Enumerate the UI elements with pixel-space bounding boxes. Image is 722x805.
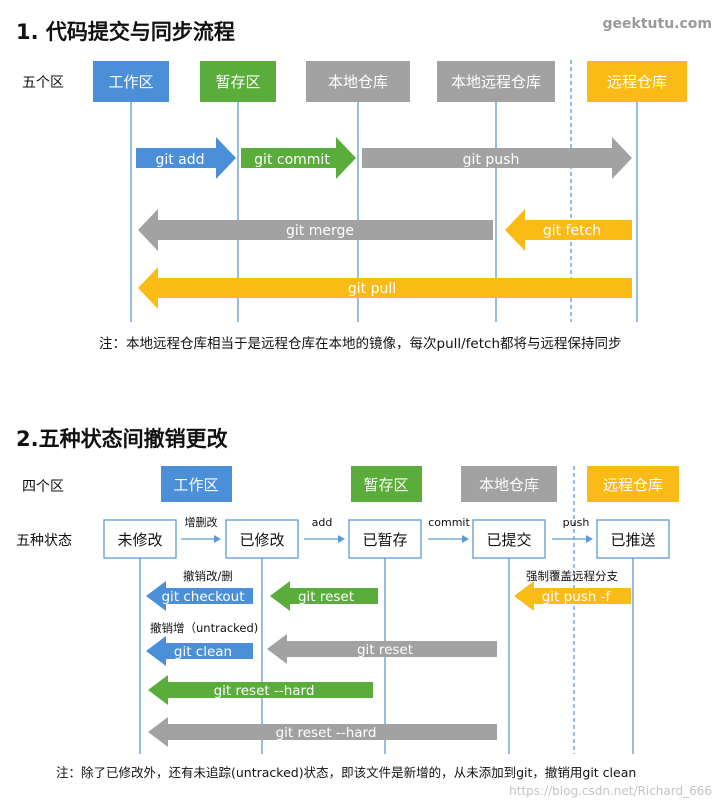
clean-caption: 撤销增（untracked) — [150, 621, 258, 635]
state-staged-label: 已暂存 — [362, 531, 407, 549]
arrow-git-pull-label: git pull — [348, 281, 396, 297]
section1-title: 1. 代码提交与同步流程 — [16, 20, 235, 44]
state-transitions: 增删改 add commit push — [181, 515, 593, 543]
arrow-git-reset-committed-label: git reset — [357, 642, 413, 658]
state-modified — [225, 519, 299, 559]
zone2-working — [161, 466, 232, 502]
arrow-git-fetch-label: git fetch — [543, 223, 601, 239]
state-pushed-label: 已推送 — [610, 531, 655, 549]
arrow-git-push-f-label: git push -f — [542, 589, 612, 605]
undo-arrows: 撤销改/删 git checkout git reset 强制覆盖远程分支 gi… — [146, 569, 631, 747]
watermark-bottom: https://blog.csdn.net/Richard_666 — [509, 784, 712, 798]
watermark-top: geektutu.com — [603, 16, 712, 32]
transition-arrowhead-4 — [586, 535, 593, 543]
zone2-remote-label: 远程仓库 — [603, 476, 663, 494]
section2-lifelines — [139, 466, 634, 754]
zone-local-repo — [306, 61, 410, 102]
section1-arrows: git add git commit git push git merge gi… — [136, 137, 632, 309]
transition-arrowhead-3 — [462, 535, 469, 543]
arrow-git-merge-label: git merge — [286, 223, 354, 239]
state-committed-label: 已提交 — [486, 531, 531, 549]
arrow-git-checkout-label: git checkout — [161, 589, 244, 605]
state-boxes: 未修改 已修改 已暂存 已提交 已推送 — [103, 519, 670, 559]
state-unmodified-label: 未修改 — [117, 531, 162, 549]
force-push-caption: 强制覆盖远程分支 — [526, 569, 618, 583]
zone-working — [93, 61, 169, 102]
arrow-git-commit-label: git commit — [254, 152, 330, 168]
arrow-git-reset-staged-label: git reset — [298, 589, 354, 605]
arrow-git-reset-committed — [267, 634, 497, 664]
transition-label-4: push — [563, 516, 590, 529]
zone-remote-label: 远程仓库 — [607, 73, 667, 91]
arrow-git-fetch — [505, 209, 632, 251]
zone-local-repo-label: 本地仓库 — [328, 73, 388, 91]
transition-label-2: add — [312, 516, 333, 529]
arrow-git-pull — [138, 267, 632, 309]
arrow-git-clean-label: git clean — [174, 644, 232, 660]
arrow-git-push — [362, 137, 632, 179]
zone2-staging — [351, 466, 422, 502]
state-unmodified — [103, 519, 177, 559]
zone-working-label: 工作区 — [108, 73, 153, 91]
arrow-git-add-label: git add — [155, 152, 204, 168]
arrow-git-commit — [241, 137, 356, 179]
arrow-git-clean — [146, 636, 253, 666]
state-pushed — [596, 519, 670, 559]
arrow-git-push-f — [514, 581, 631, 611]
arrow-git-merge — [138, 209, 493, 251]
zone2-working-label: 工作区 — [173, 476, 218, 494]
state-committed — [472, 519, 546, 559]
section1-zone-label: 五个区 — [22, 75, 64, 91]
zone-local-remote — [437, 61, 555, 102]
arrow-git-reset-hard-staged-label: git reset --hard — [214, 683, 315, 699]
arrow-git-push-label: git push — [463, 152, 520, 168]
section2-title: 2.五种状态间撤销更改 — [16, 427, 229, 451]
section2-state-label: 五种状态 — [16, 533, 72, 549]
arrow-git-reset-staged — [270, 581, 378, 611]
arrow-git-checkout — [146, 581, 253, 611]
section2-zone-label: 四个区 — [22, 479, 64, 495]
zone-remote — [587, 61, 687, 102]
transition-arrowhead-2 — [338, 535, 345, 543]
zone-local-remote-label: 本地远程仓库 — [451, 73, 541, 91]
transition-label-3: commit — [428, 516, 470, 529]
state-staged — [348, 519, 422, 559]
transition-arrowhead-1 — [214, 535, 221, 543]
zone-staging — [200, 61, 276, 102]
state-modified-label: 已修改 — [239, 531, 284, 549]
section1-zones: 工作区 暂存区 本地仓库 本地远程仓库 远程仓库 — [93, 61, 687, 102]
checkout-caption: 撤销改/删 — [183, 569, 233, 583]
zone2-staging-label: 暂存区 — [363, 476, 408, 494]
arrow-git-add — [136, 137, 236, 179]
zone-staging-label: 暂存区 — [215, 73, 260, 91]
zone2-remote — [587, 466, 679, 502]
section1-note: 注：本地远程仓库相当于是远程仓库在本地的镜像，每次pull/fetch都将与远程… — [99, 336, 622, 352]
transition-label-1: 增删改 — [185, 515, 218, 529]
zone2-local-repo-label: 本地仓库 — [479, 476, 539, 494]
arrow-git-reset-hard-committed-label: git reset --hard — [276, 725, 377, 741]
arrow-git-reset-hard-committed — [148, 717, 497, 747]
section2-note: 注：除了已修改外，还有未追踪(untracked)状态，即该文件是新增的，从未添… — [56, 765, 636, 780]
zone2-local-repo — [461, 466, 557, 502]
section2-zones: 工作区 暂存区 本地仓库 远程仓库 — [161, 466, 679, 502]
arrow-git-reset-hard-staged — [148, 675, 373, 705]
